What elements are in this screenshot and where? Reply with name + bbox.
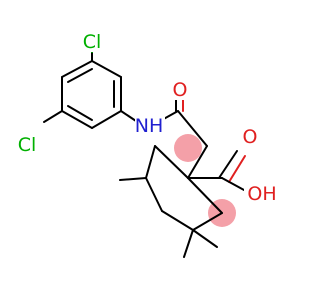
o-amide-background (171, 80, 189, 100)
bond-methyl-right-a (192, 229, 218, 248)
bond-ring-4-double (67, 105, 93, 121)
atom-label-o-acid: O (243, 126, 258, 148)
bond-methyl-left (119, 177, 147, 181)
bond-cyclohexane-5 (192, 212, 223, 231)
bond-ring-cl-left (43, 110, 63, 123)
bond-cyclohexane-4 (161, 210, 194, 231)
bond-cyclohexane-6 (187, 177, 223, 214)
bond-ring-6 (61, 60, 93, 78)
bond-methyl-right-b (183, 229, 194, 258)
cl-left-background (15, 135, 39, 155)
bond-acid-oh (221, 177, 245, 191)
atom-label-cl-top: Cl (83, 31, 102, 53)
bond-cyclohexane-3 (145, 177, 163, 212)
atom-label-cl-left: Cl (18, 134, 37, 156)
bond-acid-o-double-b (228, 155, 246, 183)
atom-label-nh: NH (135, 115, 164, 137)
bond-ring-6-double (67, 68, 93, 83)
bond-cyclohexane-2 (145, 145, 156, 179)
bond-cyclohexane-1 (154, 145, 189, 179)
cl-top-background (80, 32, 104, 52)
nh-background (135, 116, 165, 136)
atom-label-oh: OH (247, 183, 276, 205)
bond-acid-o-double-a (218, 150, 238, 179)
oh-background (244, 184, 278, 204)
bond-ring-n (120, 110, 137, 122)
bond-ring-1 (91, 60, 122, 78)
atom-label-o-amide: O (173, 79, 188, 101)
bond-carbonyl-ch2 (177, 110, 208, 147)
molecule-structure: Cl Cl NH O O OH (15, 31, 278, 258)
o-acid-background (241, 127, 259, 147)
bond-ring-3 (91, 110, 122, 129)
highlight-ring-carbon (174, 134, 202, 162)
bond-ch2-c1 (187, 145, 208, 179)
bond-ring-4 (61, 110, 93, 129)
